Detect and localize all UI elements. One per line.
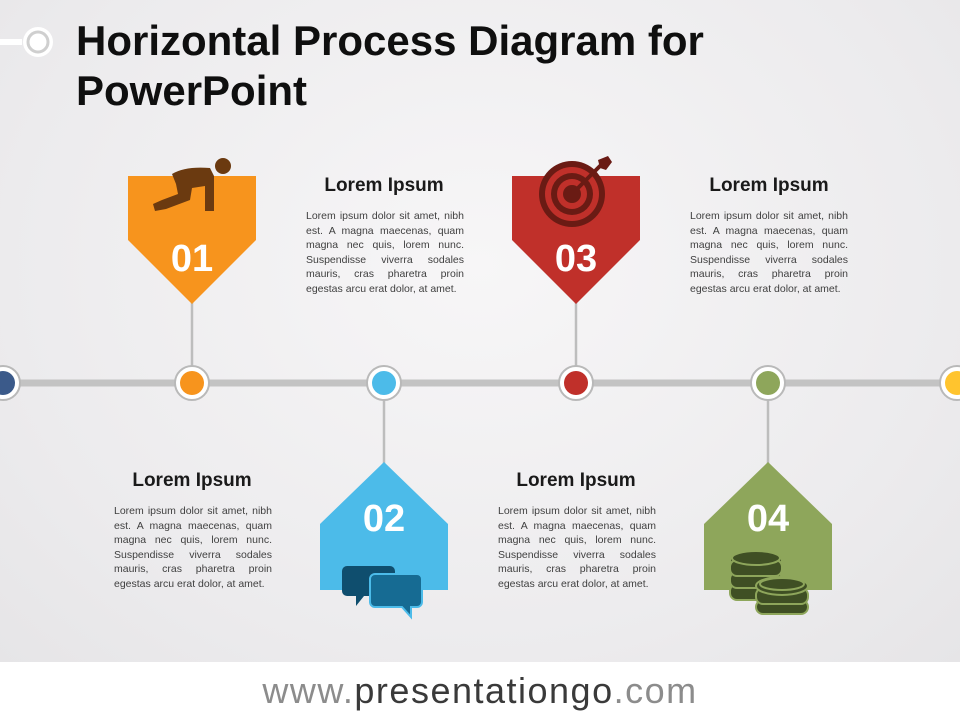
footer-prefix: www. <box>262 670 355 711</box>
step-02-heading: Lorem Ipsum <box>132 470 252 491</box>
runner-start-icon <box>153 158 231 211</box>
footer-suffix: .com <box>613 670 698 711</box>
step-03-body: Lorem ipsum dolor sit amet, nibh est. A … <box>690 210 848 295</box>
process-diagram <box>0 156 960 620</box>
timeline-dot-start <box>0 365 21 401</box>
step-01-heading: Lorem Ipsum <box>324 175 444 196</box>
step-02-body: Lorem ipsum dolor sit amet, nibh est. A … <box>114 505 272 590</box>
page-title: Horizontal Process Diagram for PowerPoin… <box>76 17 704 114</box>
step-03-heading: Lorem Ipsum <box>709 175 829 196</box>
footer-website: www.presentationgo.com <box>0 662 960 720</box>
coins-icon <box>729 550 809 615</box>
step-02-shape <box>320 462 448 590</box>
target-icon <box>539 156 612 227</box>
step-03-number: 03 <box>554 238 598 280</box>
step-02-number: 02 <box>362 498 406 540</box>
step-01-body: Lorem ipsum dolor sit amet, nibh est. A … <box>306 210 464 295</box>
timeline-dot-02 <box>366 365 402 401</box>
timeline-dot-04 <box>750 365 786 401</box>
title-decoration-icon <box>0 27 53 57</box>
step-04-body: Lorem ipsum dolor sit amet, nibh est. A … <box>498 505 656 590</box>
timeline-dot-end <box>939 365 960 401</box>
step-01-number: 01 <box>170 238 214 280</box>
timeline-dot-01 <box>174 365 210 401</box>
timeline-dot-03 <box>558 365 594 401</box>
step-04-number: 04 <box>746 498 790 540</box>
footer-brand: presentationgo <box>354 670 614 711</box>
slide-canvas: Horizontal Process Diagram for PowerPoin… <box>0 0 960 662</box>
step-04-heading: Lorem Ipsum <box>516 470 636 491</box>
chat-bubbles-icon <box>342 566 423 620</box>
